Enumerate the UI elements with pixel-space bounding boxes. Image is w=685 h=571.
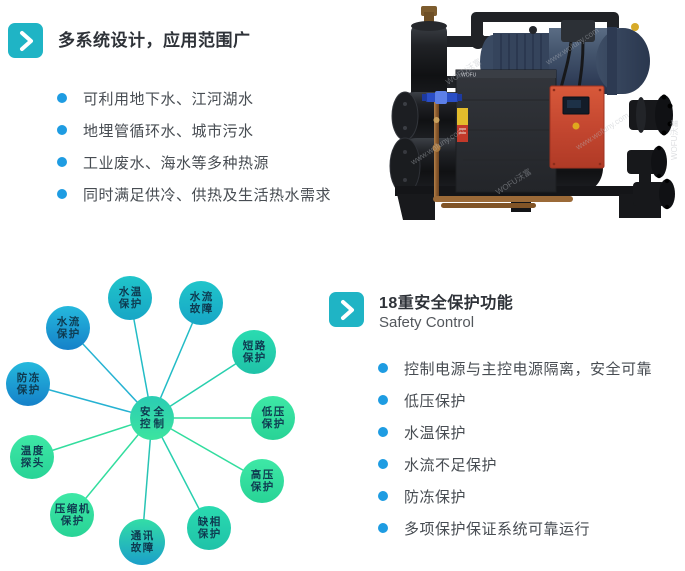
safety-bullet-list: 控制电源与主控电源隔离，安全可靠低压保护水温保护水流不足保护防冻保护多项保护保证…	[378, 352, 652, 544]
bullet-dot-icon	[378, 363, 388, 373]
chevron-right-icon	[340, 299, 354, 320]
chiller-machine-illustration: WOFU	[389, 6, 679, 220]
bullet-dot-icon	[378, 523, 388, 533]
bullet-text: 工业废水、海水等多种热源	[83, 154, 270, 172]
bullet-dot-icon	[57, 125, 67, 135]
bullet-item: 同时满足供冷、供热及生活热水需求	[57, 178, 331, 210]
safety-diagram: 水温保护 水流故障水流保护短路保护防冻保护低压保护温度探头高压保护压缩机保护缺相保…	[0, 263, 312, 571]
section-multi-system-header: 多系统设计，应用范围广	[8, 23, 251, 58]
svg-text:WOFU沃富: WOFU沃富	[669, 120, 679, 160]
diagram-node-label: 水流保护	[56, 315, 81, 340]
diagram-node-circle	[46, 306, 90, 350]
safety-diagram-svg: 水温保护 水流故障水流保护短路保护防冻保护低压保护温度探头高压保护压缩机保护缺相保…	[6, 276, 295, 565]
diagram-node-circle	[119, 519, 165, 565]
diagram-center-circle	[130, 396, 174, 440]
machine-electrical-panel: WOFU	[455, 69, 557, 193]
diagram-node-circle	[108, 276, 152, 320]
section-title: 多系统设计，应用范围广	[58, 31, 251, 50]
diagram-node-label: 防冻保护	[16, 371, 41, 396]
diagram-node-circle	[179, 281, 223, 325]
diagram-node-label: 缺相保护	[197, 515, 222, 540]
chevron-right-icon	[19, 30, 33, 51]
bullet-dot-icon	[378, 459, 388, 469]
chevron-badge-icon	[8, 23, 43, 58]
bullet-dot-icon	[57, 93, 67, 103]
bullet-text: 水温保护	[404, 424, 467, 442]
bullet-text: 可利用地下水、江河湖水	[83, 90, 254, 108]
bullet-item: 可利用地下水、江河湖水	[57, 82, 331, 114]
bullet-text: 防冻保护	[404, 488, 467, 506]
diagram-node-circle	[232, 330, 276, 374]
bullet-item: 水流不足保护	[378, 448, 652, 480]
bullet-item: 地埋管循环水、城市污水	[57, 114, 331, 146]
machine-brand-label: WOFU	[461, 73, 477, 79]
bullet-item: 水温保护	[378, 416, 652, 448]
machine-control-box	[549, 85, 605, 169]
diagram-node-circle	[50, 493, 94, 537]
bullet-dot-icon	[378, 491, 388, 501]
machine-oil-separator	[411, 6, 447, 110]
diagram-node-label: 低压保护	[261, 405, 286, 430]
diagram-node-circle	[240, 459, 284, 503]
diagram-node-label: 压缩机保护	[55, 502, 91, 527]
bullet-item: 多项保护保证系统可靠运行	[378, 512, 652, 544]
bullet-text: 水流不足保护	[404, 456, 498, 474]
diagram-node-label: 安全控制	[140, 405, 167, 430]
diagram-node-label: 通讯故障	[131, 529, 155, 554]
section-subtitle: Safety Control	[379, 314, 475, 331]
multi-system-bullet-list: 可利用地下水、江河湖水地埋管循环水、城市污水工业废水、海水等多种热源同时满足供冷…	[57, 82, 331, 210]
diagram-node-label: 短路保护	[242, 339, 267, 364]
bullet-text: 同时满足供冷、供热及生活热水需求	[83, 186, 332, 204]
bullet-dot-icon	[378, 427, 388, 437]
machine-copper-pipes	[432, 98, 573, 208]
bullet-dot-icon	[378, 395, 388, 405]
diagram-node-label: 高压保护	[250, 468, 275, 493]
product-image: WOFU	[383, 0, 683, 228]
machine-flanges	[627, 94, 675, 210]
section-title: 18重安全保护功能	[379, 295, 514, 312]
bullet-text: 多项保护保证系统可靠运行	[404, 520, 591, 538]
bullet-text: 低压保护	[404, 392, 467, 410]
bullet-dot-icon	[57, 157, 67, 167]
section-safety-header: 18重安全保护功能 Safety Control	[329, 292, 513, 332]
warning-sticker-icon	[457, 108, 468, 125]
bullet-dot-icon	[57, 189, 67, 199]
bullet-item: 工业废水、海水等多种热源	[57, 146, 331, 178]
diagram-node-label: 水温保护	[118, 285, 143, 310]
diagram-node-label: 水流故障	[189, 290, 214, 315]
chevron-badge-icon	[329, 292, 364, 327]
bullet-text: 地埋管循环水、城市污水	[83, 122, 254, 140]
diagram-node-circle	[10, 435, 54, 479]
diagram-node-label: 温度探头	[21, 444, 45, 469]
bullet-item: 控制电源与主控电源隔离，安全可靠	[378, 352, 652, 384]
diagram-node-circle	[251, 396, 295, 440]
bullet-item: 防冻保护	[378, 480, 652, 512]
bullet-item: 低压保护	[378, 384, 652, 416]
diagram-node-circle	[6, 362, 50, 406]
diagram-node-circle	[187, 506, 231, 550]
machine-valve	[422, 91, 462, 104]
bullet-text: 控制电源与主控电源隔离，安全可靠	[404, 360, 653, 378]
